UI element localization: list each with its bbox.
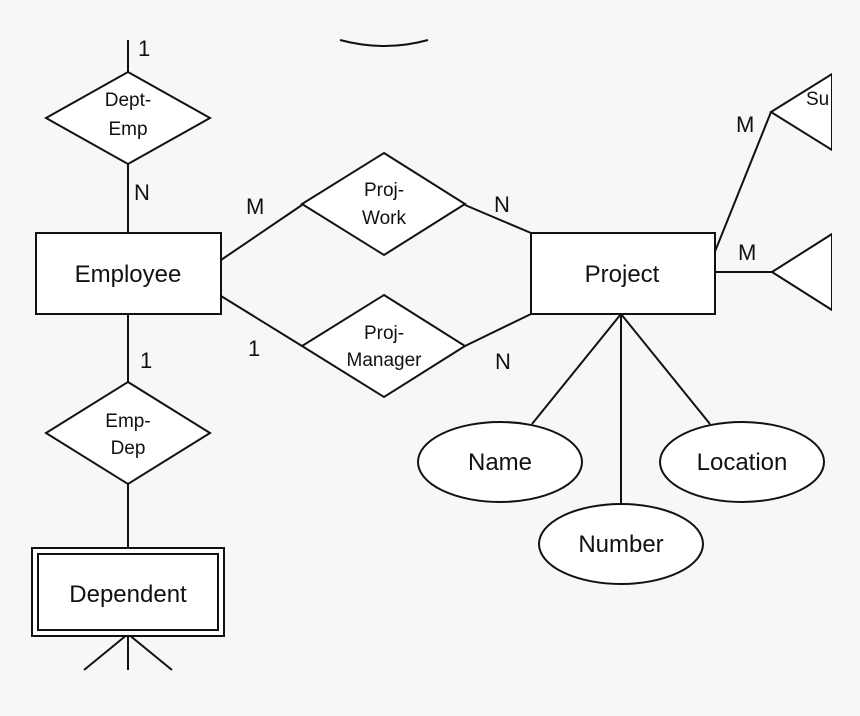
cardinality-project-upper-right: M (736, 112, 754, 137)
entity-employee-label: Employee (75, 261, 182, 288)
proj-manager-label-2: Manager (347, 350, 423, 371)
dept-emp-label-2: Emp (108, 119, 147, 140)
cardinality-labels: 1 N M N 1 N 1 M M (134, 36, 756, 374)
relationship-proj-manager: Proj- Manager (300, 293, 467, 399)
cardinality-dept-emp-top: 1 (138, 36, 150, 61)
attribute-location: Location (659, 421, 825, 503)
entity-dependent: Dependent (31, 547, 225, 637)
line-proj-work-project (464, 204, 532, 234)
cardinality-proj-work-project: N (494, 192, 510, 217)
line-project-name (531, 313, 622, 425)
partial-top-right-diamond (769, 72, 833, 152)
proj-work-label-2: Work (362, 208, 406, 229)
proj-manager-label-1: Proj- (364, 323, 404, 344)
line-dependent-left (83, 633, 129, 671)
attribute-number: Number (538, 503, 704, 585)
dept-emp-label-1: Dept- (105, 90, 151, 111)
line-project-location (620, 313, 711, 425)
right-edge-mask (832, 40, 860, 680)
cardinality-proj-manager-employee: 1 (248, 336, 260, 361)
entity-project: Project (530, 232, 716, 315)
cardinality-proj-work-employee: M (246, 194, 264, 219)
line-project-upper-right (713, 111, 772, 255)
attribute-name: Name (417, 421, 583, 503)
proj-work-label-1: Proj- (364, 180, 404, 201)
attribute-name-label: Name (468, 449, 532, 476)
line-proj-manager-project (464, 313, 532, 347)
cardinality-emp-dep-employee: 1 (140, 348, 152, 373)
entity-dependent-label: Dependent (69, 581, 187, 608)
partial-top-ellipse (339, 39, 429, 47)
emp-dep-label-2: Dep (111, 438, 146, 459)
relationship-emp-dep: Emp- Dep (44, 380, 212, 486)
relationship-dept-emp: Dept- Emp (43, 70, 213, 166)
entity-project-label: Project (585, 261, 660, 288)
connector-lines (83, 40, 772, 671)
line-employee-proj-work (220, 204, 303, 261)
partial-right-diamond (770, 232, 833, 312)
line-dependent-right (127, 633, 173, 671)
cardinality-proj-manager-project: N (495, 349, 511, 374)
cardinality-dept-emp-employee: N (134, 180, 150, 205)
line-employee-proj-manager (220, 295, 303, 347)
partial-top-right-label: Su (806, 89, 829, 110)
attribute-location-label: Location (697, 449, 788, 476)
entity-employee: Employee (35, 232, 222, 315)
emp-dep-label-1: Emp- (105, 411, 150, 432)
attribute-number-label: Number (578, 531, 663, 558)
relationship-proj-work: Proj- Work (300, 151, 467, 257)
cardinality-project-right: M (738, 240, 756, 265)
